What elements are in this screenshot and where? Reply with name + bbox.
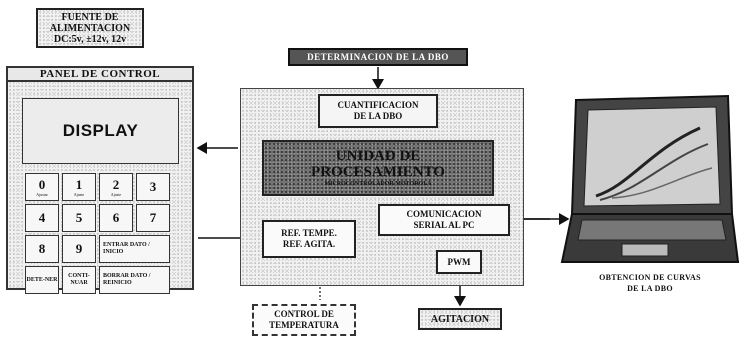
laptop-caption-line1: OBTENCION DE CURVAS — [568, 272, 732, 283]
laptop-caption-line2: DE LA DBO — [568, 283, 732, 294]
laptop-caption: OBTENCION DE CURVAS DE LA DBO — [568, 272, 732, 294]
